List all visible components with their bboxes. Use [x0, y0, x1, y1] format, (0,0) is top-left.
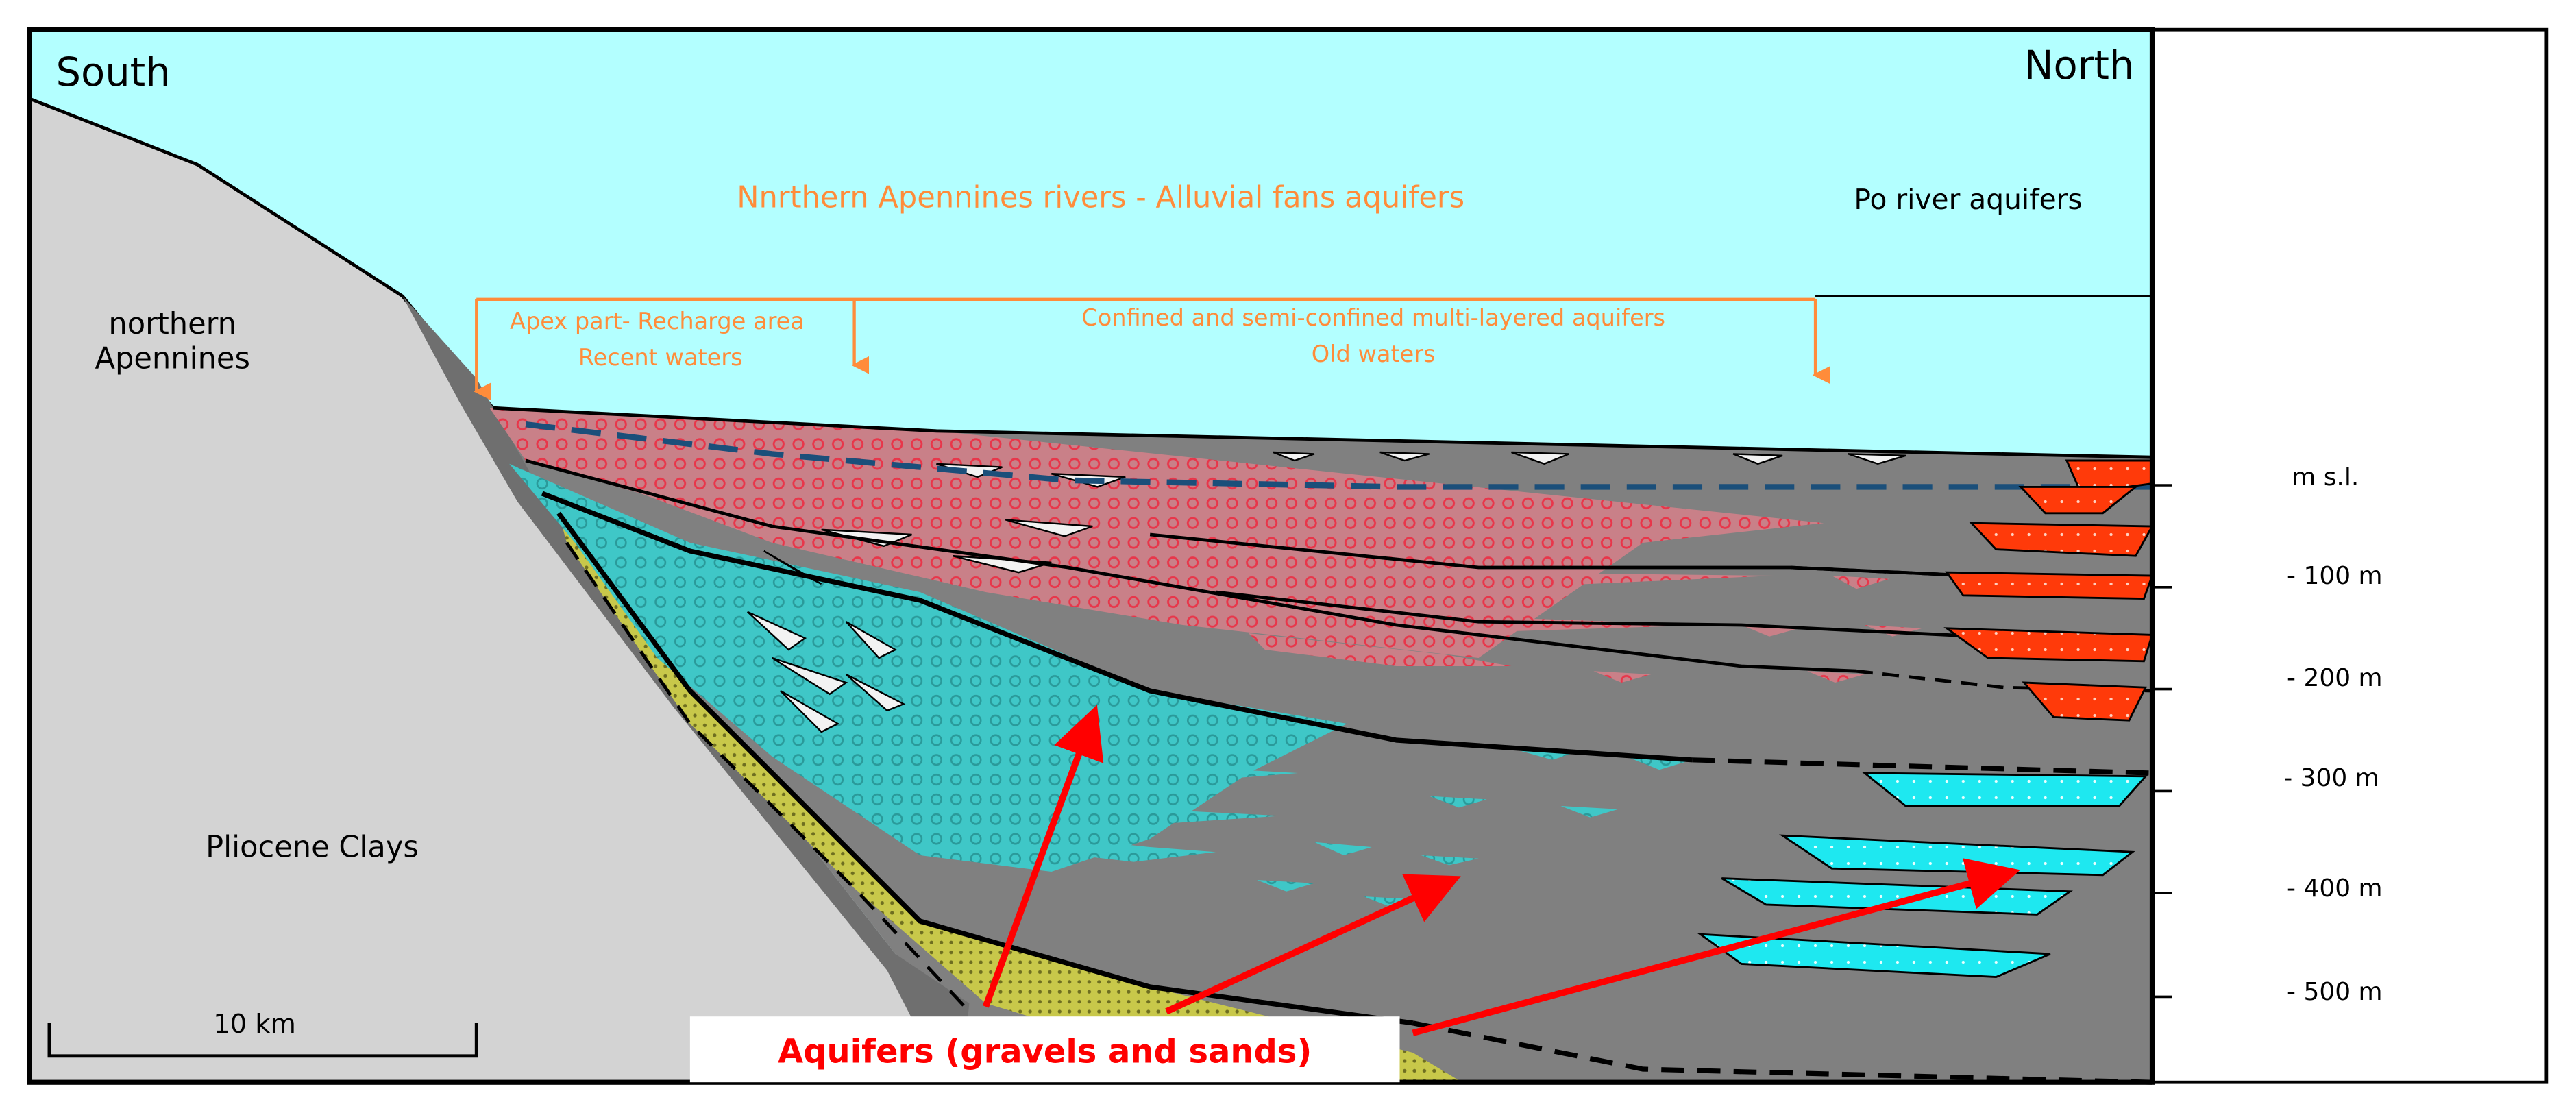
teal-lens	[1429, 796, 1487, 808]
teal-lens	[920, 740, 1298, 787]
label-northern: northern	[108, 307, 236, 341]
label-north: North	[2024, 42, 2135, 88]
scale-label: 10 km	[213, 1009, 296, 1040]
depth-panel-border	[2150, 27, 2549, 1084]
teal-lens	[1256, 880, 1314, 892]
sand-layer	[559, 513, 1462, 1083]
teal-lens	[1560, 806, 1619, 818]
boundary-lines	[493, 406, 2152, 1085]
red-lens	[1832, 576, 1889, 589]
depth-labels: m s.l. - 100 m - 200 m - 300 m - 400 m -…	[2283, 463, 2382, 1006]
teal-lens	[1421, 855, 1479, 866]
aquifers-callout-box	[689, 1016, 1400, 1083]
label-apex: Apex part- Recharge area	[510, 308, 805, 334]
depth-label-500: - 500 m	[2287, 978, 2382, 1006]
red-lens	[1807, 671, 1865, 683]
po-red-aquifers	[1943, 459, 2154, 722]
scale-bar	[47, 1023, 478, 1058]
pliocene-clays-area	[29, 99, 970, 1083]
label-apennines: Apennines	[95, 342, 250, 376]
label-pliocene: Pliocene Clays	[206, 830, 419, 864]
water-table	[525, 421, 2152, 490]
depth-ticks	[2152, 484, 2172, 999]
depth-label-200: - 200 m	[2287, 664, 2382, 692]
red-lens	[1643, 510, 1824, 530]
teal-lens	[985, 831, 1216, 862]
depth-label-msl: m s.l.	[2292, 463, 2359, 491]
depth-label-400: - 400 m	[2287, 874, 2382, 903]
white-lenses	[746, 451, 1906, 733]
label-alluvial-fans: Nnrthern Apennines rivers - Alluvial fan…	[737, 180, 1464, 215]
depth-label-100: - 100 m	[2287, 562, 2382, 590]
teal-lens	[1314, 842, 1372, 855]
aquifers-callout-label: Aquifers (gravels and sands)	[778, 1032, 1312, 1070]
teal-lens	[953, 786, 1281, 826]
orange-bracket	[473, 297, 1830, 401]
label-old-waters: Old waters	[1312, 341, 1436, 367]
red-lens	[1593, 671, 1652, 683]
red-gravel-fan	[489, 408, 1824, 658]
teal-lens	[920, 691, 1347, 737]
red-lens	[1150, 543, 1775, 589]
red-lens	[1248, 633, 1512, 666]
depth-label-300: - 300 m	[2283, 764, 2379, 792]
label-south: South	[56, 49, 171, 95]
label-recent-waters: Recent waters	[578, 344, 743, 371]
label-po-river: Po river aquifers	[1854, 183, 2082, 216]
aquifer-arrows	[982, 705, 2021, 1036]
label-confined: Confined and semi-confined multi-layered…	[1081, 304, 1665, 331]
